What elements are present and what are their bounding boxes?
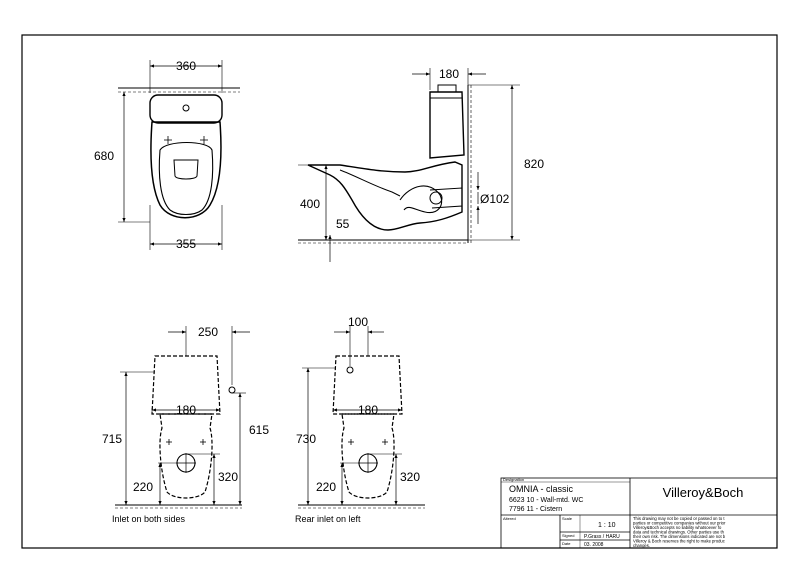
dim-360: 360 [176,59,196,73]
designation-line-3: 7796 11 - Cistern [509,506,562,513]
dim-615: 615 [249,423,269,437]
front-view-both-sides [115,326,250,509]
dim-320-front2: 320 [400,470,420,484]
dim-180-front2: 180 [358,403,378,417]
dim-680: 680 [94,149,114,163]
dim-820: 820 [524,157,544,171]
dim-250: 250 [198,325,218,339]
dim-220-front1: 220 [133,480,153,494]
designation-line-1: OMNIA - classic [509,484,574,494]
date-label: Date [562,541,571,546]
dim-220-front2: 220 [316,480,336,494]
disclaimer-line: Villeroy&Boch accepts no liability whats… [633,525,722,530]
signed-label: Signed [562,533,574,538]
dim-715: 715 [102,432,122,446]
disclaimer-line: This drawing may not be copied or passed… [633,516,725,521]
dim-400: 400 [300,197,320,211]
drawing-frame [21,34,778,549]
side-view [298,68,520,262]
signed-value: P.Grass / HARU [584,534,620,540]
title-block [500,477,778,549]
disclaimer-line: parties or competitive companies without… [633,521,726,526]
disclaimer-line: Villeroy & Boch reserves the right to ma… [633,539,725,544]
dim-180-side: 180 [439,67,459,81]
dim-320-front1: 320 [218,470,238,484]
dim-180-front1: 180 [176,403,196,417]
scale-label: Scale [562,516,573,521]
dim-55: 55 [336,217,350,231]
scale-value: 1 : 10 [598,522,616,529]
disclaimer-line: their own risk. The dimensions indicated… [633,534,726,539]
brand-logo-text: Villeroy&Boch [663,485,744,500]
designation-line-2: 6623 10 - Wall-mtd. WC [509,497,583,504]
caption-rear-inlet-left: Rear inlet on left [295,514,361,524]
front-view-rear-left [298,326,425,509]
dim-730: 730 [296,432,316,446]
disclaimer-line: changes. [633,543,650,548]
dim-outlet-diameter: Ø102 [480,192,510,206]
disclaimer-line: data and technical drawings. Other parti… [633,530,725,535]
dim-355: 355 [176,237,196,251]
caption-inlet-both-sides: Inlet on both sides [112,514,186,524]
top-plan-view [118,60,240,250]
designation-label: Designation [503,477,524,482]
date-value: 03. 2008 [584,542,604,548]
dim-100: 100 [348,315,368,329]
disclaimer-text: This drawing may not be copied or passed… [633,516,726,548]
altered-label: Altered [503,516,516,521]
